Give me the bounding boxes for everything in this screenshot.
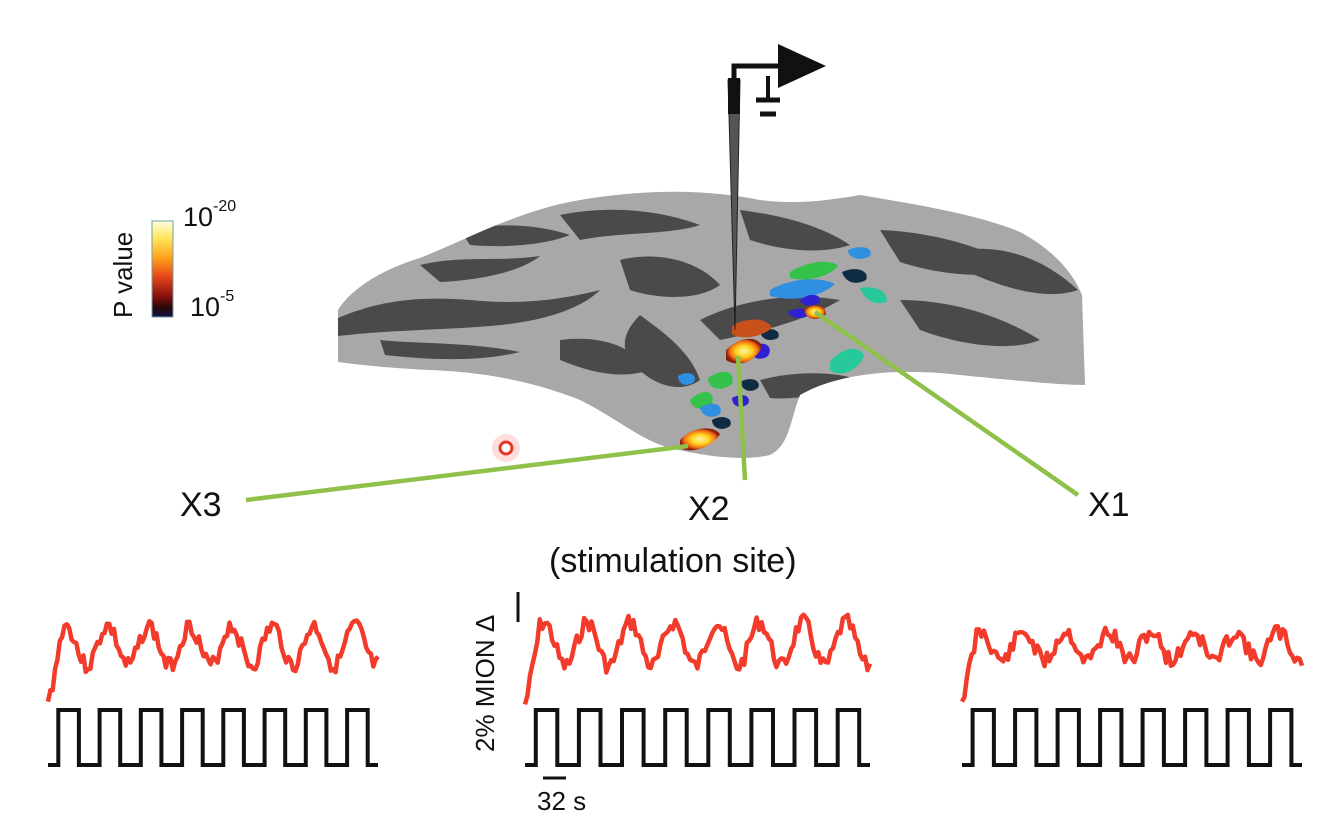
amplitude-scalebar-label: 2% MION Δ <box>470 614 500 752</box>
stimulation-site-note: (stimulation site) <box>549 542 797 580</box>
stimulus-trace-x2 <box>525 708 870 767</box>
cortical-surface <box>338 191 1085 458</box>
cursor-marker <box>492 434 520 462</box>
connector-x2 <box>735 355 748 481</box>
time-scalebar-label: 32 s <box>537 786 587 816</box>
colorbar-min-label: 10-5 <box>190 288 235 322</box>
site-connectors <box>245 310 1080 503</box>
stimulus-trace-x3 <box>48 708 378 767</box>
colorbar-max-label: 10-20 <box>183 198 237 232</box>
site-label-x2: X2 <box>688 490 730 528</box>
site-label-x1: X1 <box>1088 486 1130 524</box>
stimulus-trace-x1 <box>962 708 1302 767</box>
activation-patches <box>678 247 887 451</box>
response-trace-x1 <box>960 623 1305 703</box>
timecourse-panels <box>45 612 1305 767</box>
response-trace-x3 <box>45 618 380 703</box>
connector-x1 <box>813 310 1080 497</box>
response-trace-x2 <box>522 612 873 706</box>
connector-x3 <box>245 443 689 503</box>
site-label-x3: X3 <box>180 486 222 524</box>
colorbar-title: P value <box>108 231 138 318</box>
colorbar-gradient <box>151 220 174 318</box>
stimulator-icon <box>731 44 826 117</box>
